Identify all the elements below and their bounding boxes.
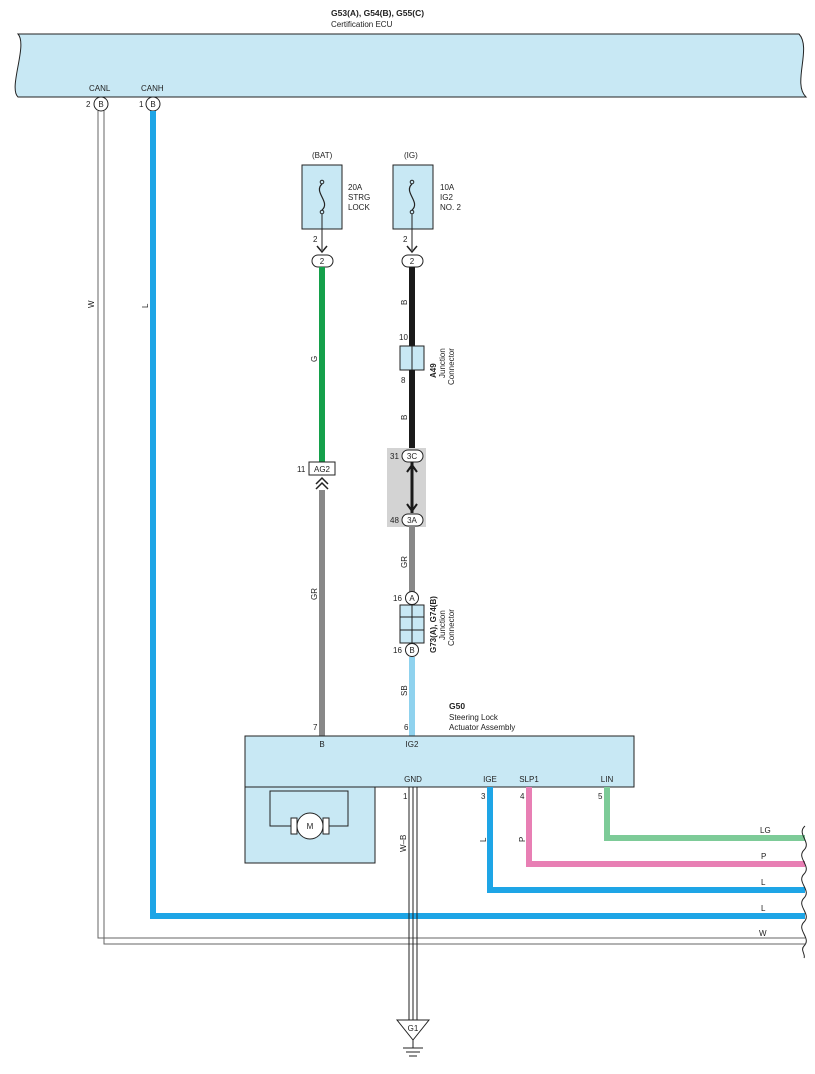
g50-pin-b-label: B bbox=[319, 740, 324, 749]
g50-name2: Actuator Assembly bbox=[449, 723, 515, 732]
g73-bottom-label: B bbox=[409, 646, 414, 655]
g50-pin-slp1-num: 4 bbox=[520, 792, 525, 801]
g50-pin-gnd-label: GND bbox=[404, 775, 422, 784]
wire-canh-l bbox=[150, 111, 805, 919]
inline-bottom-label: 3A bbox=[407, 516, 417, 525]
ag2-connector bbox=[308, 461, 336, 476]
g50-pin-gnd-num: 1 bbox=[403, 792, 408, 801]
canl-label: CANL bbox=[89, 84, 111, 93]
motor-label: M bbox=[307, 822, 314, 831]
fuse2-line1: 10A bbox=[440, 183, 455, 192]
g73-top-label: A bbox=[409, 594, 415, 603]
wire-label-ig-sb: SB bbox=[400, 685, 409, 696]
ag2-pin: 11 bbox=[297, 465, 306, 474]
wire-label-canl: W bbox=[87, 300, 96, 308]
g50-pin-lin-num: 5 bbox=[598, 792, 603, 801]
break-line bbox=[801, 825, 807, 959]
fuse1-pin-num: 2 bbox=[313, 235, 318, 244]
canh-label: CANH bbox=[141, 84, 164, 93]
wire-label-ig-b-upper: B bbox=[400, 300, 409, 305]
fuse1-symbol-icon bbox=[318, 179, 326, 229]
g50-pin-ige-label: IGE bbox=[483, 775, 497, 784]
ecu-name: Certification ECU bbox=[331, 20, 393, 29]
fuse2-conn-label: 2 bbox=[410, 257, 415, 266]
right-label-l2: L bbox=[761, 904, 766, 913]
ag2-label: AG2 bbox=[314, 465, 331, 474]
canl-pin-num: 2 bbox=[86, 100, 91, 109]
a49-name1: Junction bbox=[438, 348, 447, 378]
fuse1-line2: STRG bbox=[348, 193, 370, 202]
a49-code: A49 bbox=[429, 363, 438, 378]
fuse1-conn-label: 2 bbox=[320, 257, 325, 266]
wire-lin-lg bbox=[604, 787, 805, 841]
inline-top-label: 3C bbox=[407, 452, 417, 461]
wire-slp1-p bbox=[526, 787, 805, 867]
fuse2-symbol-icon bbox=[408, 179, 416, 229]
right-label-w: W bbox=[759, 929, 767, 938]
inline-bottom-pin: 48 bbox=[390, 516, 399, 525]
g50-box bbox=[244, 735, 635, 788]
wire-label-ig-gr: GR bbox=[400, 556, 409, 568]
wire-label-ige: L bbox=[479, 837, 488, 842]
canl-connector bbox=[93, 96, 109, 112]
canh-pin-num: 1 bbox=[139, 100, 144, 109]
g73-code: G73(A), G74(B) bbox=[429, 596, 438, 653]
wire-label-bat-g: G bbox=[310, 356, 319, 362]
wire-label-bat-gr: GR bbox=[310, 588, 319, 600]
g73-bottom-conn bbox=[405, 643, 419, 657]
a49-name2: Connector bbox=[447, 348, 456, 385]
wire-label-gnd: W–B bbox=[399, 835, 408, 852]
canh-connector-label: B bbox=[150, 100, 155, 109]
wire-gnd-wb bbox=[408, 787, 418, 1020]
ground-icon bbox=[403, 1040, 423, 1057]
wire-label-canh: L bbox=[141, 303, 150, 308]
g73-bottom-pin: 16 bbox=[393, 646, 402, 655]
ag2-chevron-icon bbox=[315, 476, 329, 490]
fuse2-pin-num: 2 bbox=[403, 235, 408, 244]
canl-connector-label: B bbox=[98, 100, 103, 109]
right-label-l1: L bbox=[761, 878, 766, 887]
ground-triangle bbox=[395, 1019, 431, 1041]
g73-top-pin: 16 bbox=[393, 594, 402, 603]
wire-label-ig-b-mid: B bbox=[400, 415, 409, 420]
fuse1-line1: 20A bbox=[348, 183, 363, 192]
wire-canl-w bbox=[97, 111, 805, 945]
inline-top-pin: 31 bbox=[390, 452, 399, 461]
g50-name1: Steering Lock bbox=[449, 713, 499, 722]
fuse2-line2: IG2 bbox=[440, 193, 453, 202]
g50-pin-slp1-label: SLP1 bbox=[519, 775, 539, 784]
g50-code: G50 bbox=[449, 701, 465, 711]
right-label-p: P bbox=[761, 852, 766, 861]
fuse1-source: (BAT) bbox=[312, 151, 333, 160]
a49-pin-top: 10 bbox=[399, 333, 408, 342]
fuse2-source: (IG) bbox=[404, 151, 418, 160]
g50-pin-lin-label: LIN bbox=[601, 775, 614, 784]
g50-pin-b-num: 7 bbox=[313, 723, 318, 732]
ecu-title: G53(A), G54(B), G55(C) bbox=[331, 8, 424, 18]
fuse2-line3: NO. 2 bbox=[440, 203, 461, 212]
ground-label: G1 bbox=[408, 1024, 419, 1033]
motor-icon bbox=[269, 790, 349, 840]
g50-pin-ige-num: 3 bbox=[481, 792, 486, 801]
g73-name2: Connector bbox=[447, 609, 456, 646]
wire-ige-l bbox=[487, 787, 805, 893]
a49-pin-bottom: 8 bbox=[401, 376, 406, 385]
g50-pin-ig2-label: IG2 bbox=[406, 740, 419, 749]
fuse1-line3: LOCK bbox=[348, 203, 370, 212]
ecu-panel bbox=[14, 33, 808, 98]
g73-name1: Junction bbox=[438, 610, 447, 640]
right-label-lg: LG bbox=[760, 826, 771, 835]
g50-pin-ig2-num: 6 bbox=[404, 723, 409, 732]
inline-double-arrow-icon bbox=[406, 462, 418, 513]
fuse2-box bbox=[392, 164, 434, 230]
wire-label-slp1: P bbox=[518, 837, 527, 842]
